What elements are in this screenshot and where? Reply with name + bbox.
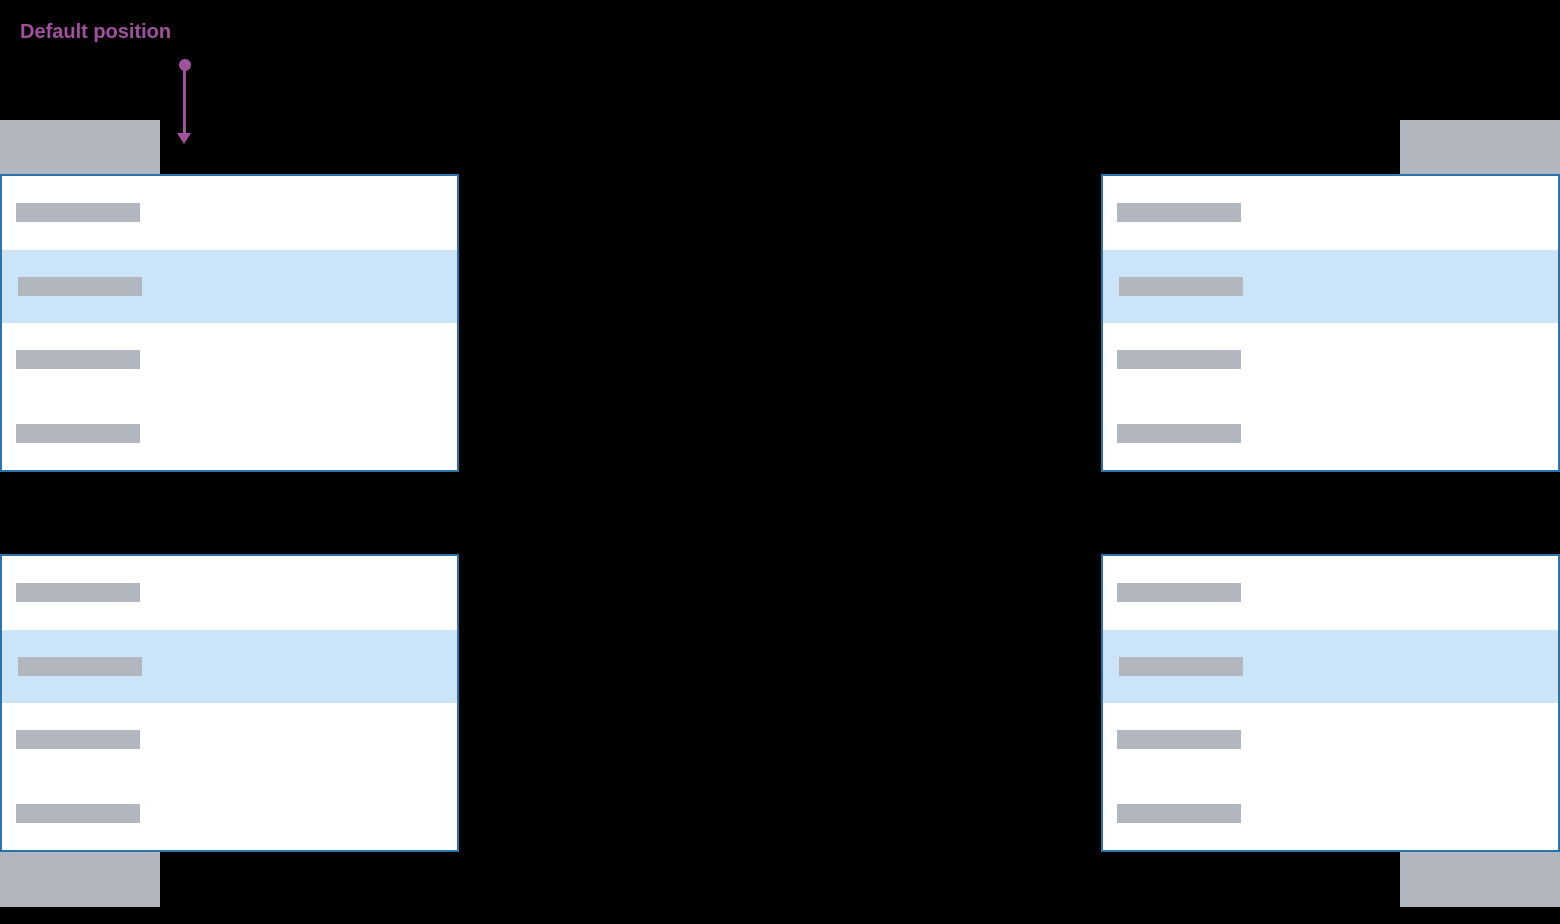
dropdown-menu-bottom-left xyxy=(0,554,459,852)
menu-item[interactable] xyxy=(1103,703,1558,777)
menu-item-text-placeholder xyxy=(1119,656,1243,676)
dropdown-toggle-bottom-right[interactable] xyxy=(1400,852,1560,907)
menu-item-text-placeholder xyxy=(1117,803,1241,823)
menu-item[interactable] xyxy=(2,176,457,250)
menu-item-text-placeholder xyxy=(1117,203,1241,223)
menu-item-text-placeholder xyxy=(16,350,140,370)
annotation-arrowhead-icon xyxy=(177,133,191,144)
menu-item[interactable] xyxy=(2,556,457,630)
menu-item-text-placeholder xyxy=(1119,276,1243,296)
menu-item[interactable] xyxy=(1103,556,1558,630)
menu-item-text-placeholder xyxy=(16,583,140,603)
menu-item[interactable] xyxy=(1103,777,1558,851)
menu-item[interactable] xyxy=(1103,176,1558,250)
menu-item-text-placeholder xyxy=(18,656,142,676)
menu-item-highlighted[interactable] xyxy=(1103,249,1558,323)
menu-item-text-placeholder xyxy=(16,423,140,443)
menu-item-text-placeholder xyxy=(16,803,140,823)
menu-item-text-placeholder xyxy=(1117,423,1241,443)
menu-item-text-placeholder xyxy=(18,276,142,296)
dropdown-menu-top-right xyxy=(1101,174,1560,472)
menu-item-text-placeholder xyxy=(1117,583,1241,603)
menu-item[interactable] xyxy=(1103,397,1558,471)
dropdown-menu-bottom-right xyxy=(1101,554,1560,852)
menu-item-highlighted[interactable] xyxy=(1103,629,1558,703)
menu-item[interactable] xyxy=(1103,323,1558,397)
menu-item[interactable] xyxy=(2,703,457,777)
menu-item[interactable] xyxy=(2,397,457,471)
menu-item-text-placeholder xyxy=(16,203,140,223)
annotation-default-position-label: Default position xyxy=(20,21,172,43)
annotation-arrow-origin-dot-icon xyxy=(179,59,191,71)
dropdown-menu-top-left xyxy=(0,174,459,472)
menu-item-text-placeholder xyxy=(1117,730,1241,750)
dropdown-toggle-top-right[interactable] xyxy=(1400,120,1560,174)
dropdown-toggle-top-left[interactable] xyxy=(0,120,160,174)
menu-item-highlighted[interactable] xyxy=(2,249,457,323)
menu-item-text-placeholder xyxy=(16,730,140,750)
menu-item[interactable] xyxy=(2,323,457,397)
annotation-arrow-line xyxy=(183,69,186,133)
menu-item[interactable] xyxy=(2,777,457,851)
menu-item-highlighted[interactable] xyxy=(2,629,457,703)
dropdown-toggle-bottom-left[interactable] xyxy=(0,852,160,907)
menu-item-text-placeholder xyxy=(1117,350,1241,370)
